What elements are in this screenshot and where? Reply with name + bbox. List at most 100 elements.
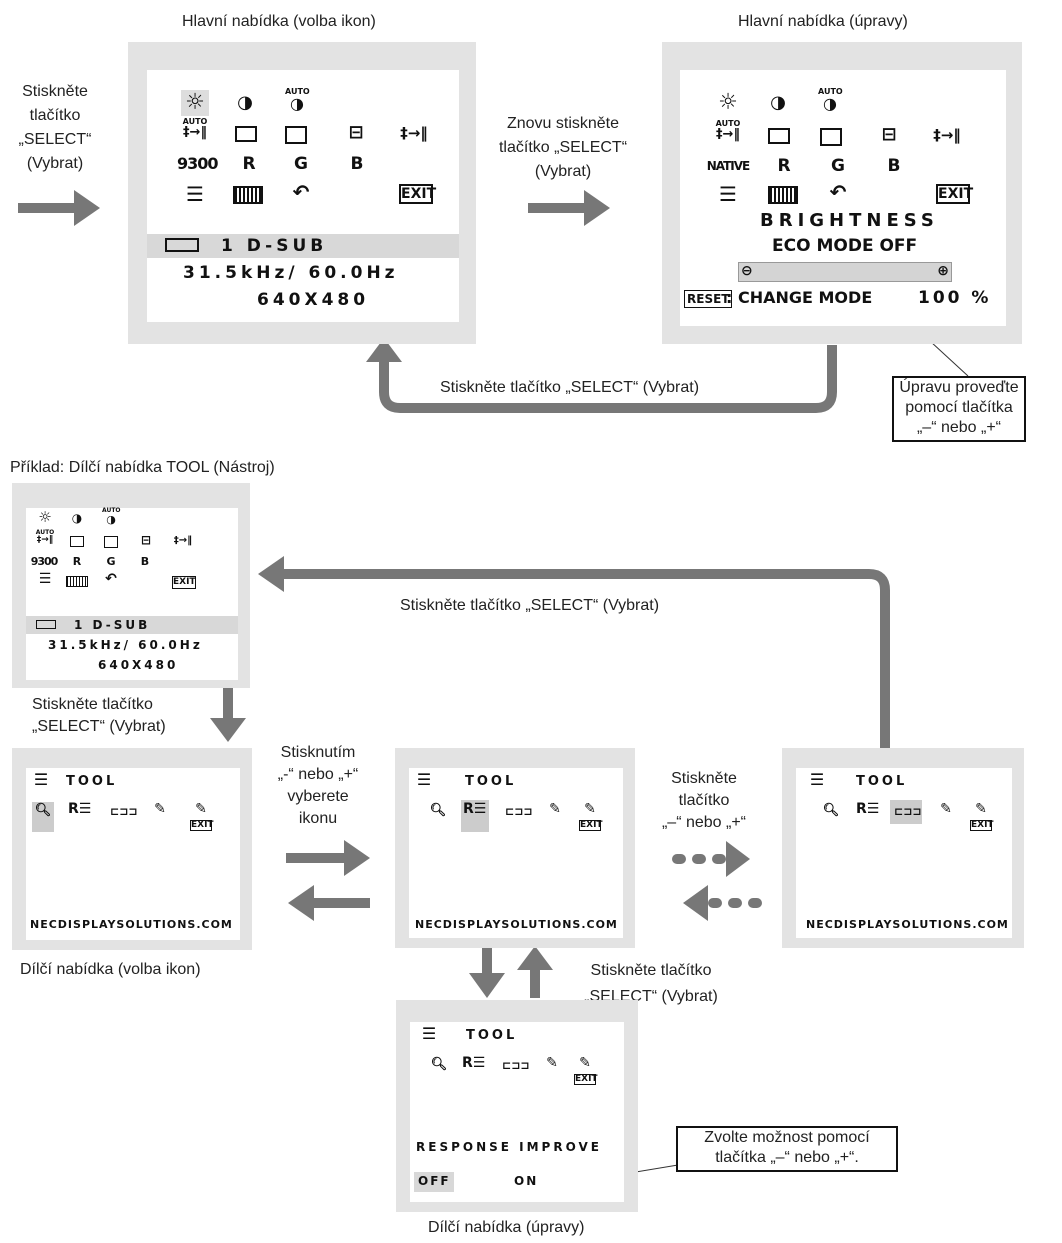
fine-icon: ‡→‖ <box>173 535 193 546</box>
exit-icon: EXIT <box>936 184 974 204</box>
dv-mode-icon: 🔍︎ <box>429 803 447 818</box>
caption-main-icon: Hlavní nabídka (volba ikon) <box>182 13 376 30</box>
response-improve-icon: R☰ <box>463 801 487 817</box>
eco-exit-icon: ✎ <box>195 801 207 817</box>
frequency-label: 31.5kHz/ 60.0Hz <box>183 263 399 283</box>
footer-url: NECDISPLAYSOLUTIONS.COM <box>806 918 1009 931</box>
red-icon: R <box>242 154 256 174</box>
change-mode-label: : CHANGE MODE <box>726 288 873 307</box>
vga-connector-icon <box>165 238 199 252</box>
caption-main-adjust: Hlavní nabídka (úpravy) <box>738 13 908 30</box>
exit-icon: EXIT <box>190 820 214 831</box>
eco-mode-icon: ✎ <box>940 801 952 817</box>
slider-minus[interactable]: ⊖ <box>741 263 753 279</box>
caption-sub-icon: Dílčí nabídka (volba ikon) <box>20 961 201 978</box>
blue-icon: B <box>887 156 901 176</box>
slider-plus[interactable]: ⊕ <box>937 263 949 279</box>
response-improve-icon: R☰ <box>462 1055 486 1071</box>
frequency-label: 31.5kHz/ 60.0Hz <box>48 638 203 652</box>
osd-tool-screen-2: ☰ TOOL 🔍︎ R☰ ⊏⊐⊐ ✎ ✎ EXIT NECDISPLAYSOLU… <box>409 768 623 938</box>
tool-icon: ☰ <box>186 182 204 206</box>
reset-icon: ↶ <box>829 180 847 204</box>
eco-exit-icon: ✎ <box>579 1055 591 1071</box>
brightness-slider[interactable]: ⊖ ⊕ <box>738 262 952 282</box>
eco-mode-icon: ✎ <box>546 1055 558 1071</box>
eco-mode-label: ECO MODE OFF <box>772 236 918 256</box>
reset-icon: ↶ <box>292 180 310 204</box>
osd-tool-icon <box>233 186 263 204</box>
color-native-icon: NATIVE <box>706 159 751 173</box>
exit-icon: EXIT <box>970 820 994 831</box>
fine-icon: ‡→‖ <box>400 124 428 142</box>
dv-mode-icon: 🔍︎ <box>430 1057 448 1072</box>
auto-contrast-icon: AUTO◑ <box>818 87 843 113</box>
green-icon: G <box>831 156 845 176</box>
contrast-icon: ◑ <box>237 92 253 113</box>
blue-icon: B <box>140 555 150 568</box>
input-label: 1 D-SUB <box>221 236 328 256</box>
osd-main-icon-screen: ☼ ◑ AUTO◑ AUTO‡→‖ ⊟ ‡→‖ 9300 R G B ☰ ↶ E… <box>147 70 459 322</box>
color-9300-icon: 9300 <box>177 154 219 173</box>
slider-fill <box>739 263 951 281</box>
tool-title: TOOL <box>466 1028 518 1043</box>
tool-icon: ☰ <box>421 1024 437 1043</box>
auto-contrast-icon: AUTO◑ <box>285 87 310 113</box>
osd-tool-screen-3: ☰ TOOL 🔍︎ R☰ ⊏⊐⊐ ✎ ✎ EXIT NECDISPLAYSOLU… <box>796 768 1012 938</box>
position-top-icon <box>104 536 118 548</box>
resolution-label: 640X480 <box>98 658 179 672</box>
brightness-icon: ☼ <box>185 90 205 115</box>
green-icon: G <box>106 555 116 568</box>
position-left-icon <box>70 536 84 547</box>
off-timer-icon: ⊏⊐⊐ <box>894 805 922 818</box>
osd-tool-screen-1: ☰ TOOL 🔍︎ R☰ ⊏⊐⊐ ✎ ✎ EXIT NECDISPLAYSOLU… <box>26 768 240 940</box>
blue-icon: B <box>350 154 364 174</box>
option-on[interactable]: ON <box>514 1174 539 1188</box>
caption-sub-adjust: Dílčí nabídka (úpravy) <box>428 1219 585 1236</box>
footer-url: NECDISPLAYSOLUTIONS.COM <box>30 918 233 931</box>
option-off[interactable]: OFF <box>418 1174 451 1188</box>
dv-mode-icon: 🔍︎ <box>34 803 52 818</box>
exit-icon: EXIT <box>399 184 437 204</box>
reset-icon: ↶ <box>105 571 117 587</box>
resolution-label: 640X480 <box>257 290 370 310</box>
selection-highlight <box>890 800 922 824</box>
osd-tool-icon <box>66 576 88 587</box>
tool-title: TOOL <box>465 774 517 789</box>
tool-icon: ☰ <box>416 770 432 789</box>
auto-adjust-icon: AUTO‡→‖ <box>715 119 741 142</box>
exit-icon: EXIT <box>172 576 196 589</box>
off-timer-icon: ⊏⊐⊐ <box>502 1059 530 1072</box>
eco-exit-icon: ✎ <box>584 801 596 817</box>
fine-icon: ‡→‖ <box>933 126 961 144</box>
reset-label: RESET <box>684 290 733 308</box>
caption-press-select-top: Stiskněte tlačítko „SELECT“ (Vybrat) <box>400 597 660 614</box>
vga-connector-icon <box>36 620 56 629</box>
green-icon: G <box>294 154 308 174</box>
position-left-icon <box>235 126 257 142</box>
tool-title: TOOL <box>66 774 118 789</box>
osd-tool-screen-4: ☰ TOOL 🔍︎ R☰ ⊏⊐⊐ ✎ ✎ EXIT RESPONSE IMPRO… <box>410 1022 624 1202</box>
tool-icon: ☰ <box>719 182 737 206</box>
contrast-icon: ◑ <box>71 511 83 525</box>
eco-mode-icon: ✎ <box>154 801 166 817</box>
position-left-icon <box>768 128 790 144</box>
position-top-icon <box>285 126 307 144</box>
option-off-highlight <box>414 1172 454 1192</box>
brightness-label: BRIGHTNESS <box>760 210 939 231</box>
h-size-icon: ⊟ <box>140 533 152 547</box>
auto-adjust-icon: AUTO‡→‖ <box>182 117 208 140</box>
input-bar <box>26 616 238 634</box>
h-size-icon: ⊟ <box>348 122 364 143</box>
brightness-icon: ☼ <box>38 508 52 526</box>
eco-mode-icon: ✎ <box>549 801 561 817</box>
exit-icon: EXIT <box>574 1074 598 1085</box>
red-icon: R <box>777 156 791 176</box>
contrast-icon: ◑ <box>770 92 786 113</box>
